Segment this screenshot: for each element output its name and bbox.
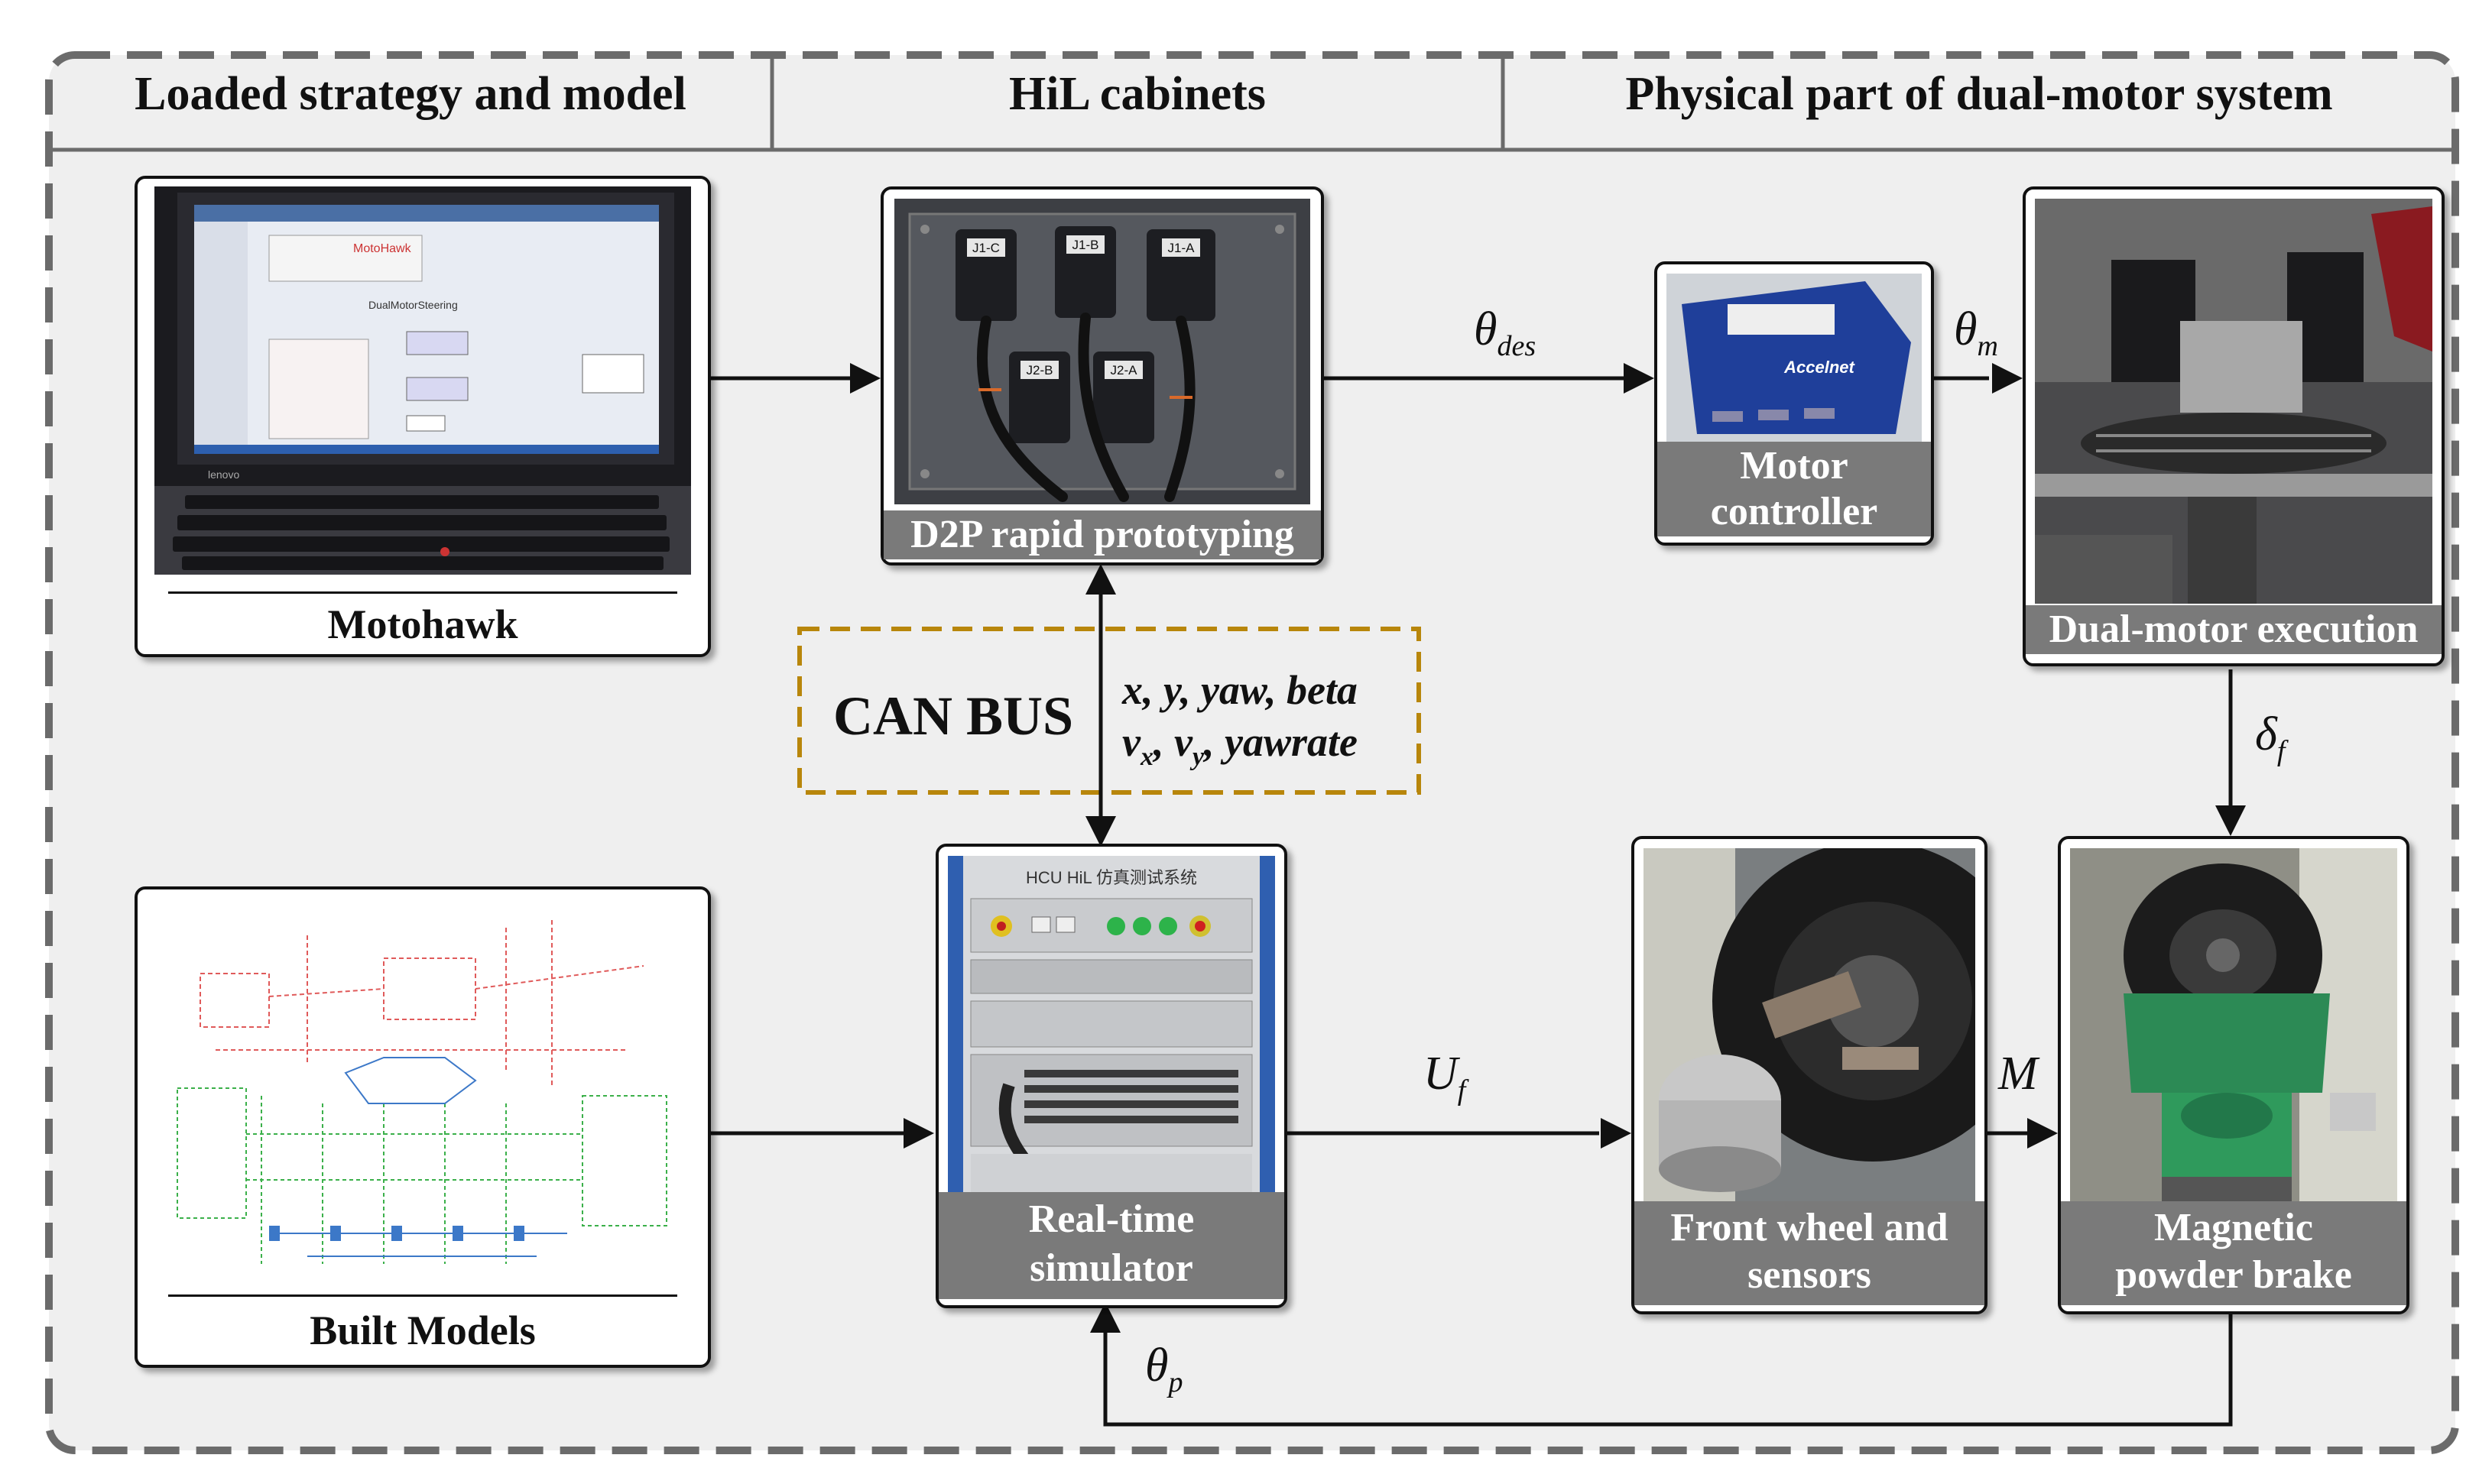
header-hil-cabinets: HiL cabinets <box>1009 68 1266 120</box>
laptop-photo: MotoHawk DualMotorSteering lenovo <box>154 186 691 575</box>
signal-delta-f-main: δ <box>2255 708 2277 760</box>
signal-u-f-sub: f <box>1457 1074 1466 1107</box>
arrowhead-motor-controller <box>1624 363 1654 394</box>
motor-controller-block: Accelnet Motor controller <box>1654 261 1934 546</box>
brake-line1: Magnetic <box>2154 1206 2313 1249</box>
can-signal-vx-v: v <box>1122 719 1141 765</box>
can-signals-line2: vx, vy, yawrate <box>1122 718 1358 772</box>
signal-theta-p: θp <box>1145 1339 1183 1399</box>
signal-theta-m: θm <box>1954 303 1998 363</box>
arrowhead-brake-left <box>2027 1118 2058 1149</box>
arrowhead-brake-top <box>2215 805 2246 836</box>
arrowhead-simulator <box>904 1118 934 1149</box>
motohawk-label: Motohawk <box>327 601 518 647</box>
can-signal-tail: , yawrate <box>1204 719 1358 765</box>
arrowhead-d2p <box>850 363 881 394</box>
brake-photo <box>2070 848 2397 1201</box>
can-bus-box <box>797 627 1421 795</box>
signal-m: M <box>1998 1048 2038 1100</box>
can-signal-vy-sub: y <box>1192 742 1205 771</box>
arrowhead-front-wheel <box>1601 1118 1631 1149</box>
accelnet-label: Accelnet <box>1783 358 1855 377</box>
arrowhead-can-up <box>1085 564 1116 595</box>
realtime-caption-line1: Real-time <box>1028 1197 1195 1241</box>
motor-controller-photo: Accelnet <box>1666 274 1922 442</box>
d2p-photo: J1-C J1-B J1-A J2-B J2-A <box>894 199 1310 504</box>
dual-motor-block: Dual-motor execution <box>2023 186 2445 666</box>
built-models-rule <box>168 1294 677 1297</box>
signal-delta-f: δf <box>2255 708 2285 768</box>
front-wheel-block: Front wheel and sensors <box>1631 836 1987 1314</box>
built-models-block: Built Models <box>135 886 711 1368</box>
realtime-simulator-block: HCU HiL 仿真测试系统 Real-time <box>936 844 1287 1308</box>
signal-theta-des-sub: des <box>1497 330 1536 362</box>
realtime-caption-line2: simulator <box>1030 1246 1193 1290</box>
connector-j2b: J2-B <box>1027 363 1053 377</box>
connector-j1a: J1-A <box>1168 241 1196 255</box>
signal-u-f-main: U <box>1423 1048 1458 1100</box>
dual-motor-photo <box>2035 199 2432 604</box>
arrowhead-dual-motor <box>1992 363 2023 394</box>
can-signals-line1: x, y, yaw, beta <box>1122 667 1358 713</box>
front-wheel-caption: Front wheel and sensors <box>1634 1201 1984 1305</box>
d2p-block: J1-C J1-B J1-A J2-B J2-A D2P rapid proto… <box>881 186 1324 565</box>
feedback-theta-p-line <box>1103 1313 2233 1427</box>
hil-cabinet-photo: HCU HiL 仿真测试系统 <box>948 856 1275 1192</box>
signal-theta-des: θdes <box>1474 303 1536 363</box>
connector-j1b: J1-B <box>1072 238 1099 252</box>
connector-j2a: J2-A <box>1111 363 1138 377</box>
model-diagram-image <box>154 905 691 1287</box>
signal-delta-f-sub: f <box>2276 735 2286 767</box>
connectors <box>711 376 2233 1427</box>
arrowhead-can-down <box>1085 816 1116 847</box>
laptop-screen-title: DualMotorSteering <box>368 299 458 311</box>
signal-u-f: Uf <box>1423 1047 1465 1107</box>
signal-theta-p-main: θ <box>1145 1340 1169 1392</box>
cabinet-title: HCU HiL 仿真测试系统 <box>1026 868 1197 887</box>
header-loaded-strategy: Loaded strategy and model <box>135 68 686 120</box>
signal-theta-des-main: θ <box>1474 303 1497 355</box>
brake-caption: Magnetic powder brake <box>2061 1201 2406 1305</box>
header-physical-part: Physical part of dual-motor system <box>1625 68 2333 120</box>
can-signal-vx-sub: x <box>1140 742 1154 771</box>
laptop-screen-logo: MotoHawk <box>353 242 412 255</box>
built-models-label: Built Models <box>310 1307 536 1353</box>
motohawk-block: MotoHawk DualMotorSteering lenovo Motoha… <box>135 176 711 657</box>
dual-motor-caption: Dual-motor execution <box>2026 605 2442 654</box>
front-wheel-line1: Front wheel and <box>1670 1206 1948 1249</box>
can-bus-label: CAN BUS <box>833 685 1074 747</box>
can-signal-vy-v: v <box>1173 719 1192 765</box>
signal-theta-m-sub: m <box>1977 330 1998 362</box>
front-wheel-photo <box>1643 848 1975 1201</box>
arrowheads <box>850 363 2246 1333</box>
signal-theta-m-main: θ <box>1954 303 1978 355</box>
motor-controller-line2: controller <box>1710 490 1878 533</box>
arrowhead-feedback <box>1090 1302 1121 1333</box>
d2p-caption: D2P rapid prototyping <box>884 510 1321 559</box>
motor-controller-caption: Motor controller <box>1657 442 1931 536</box>
laptop-brand: lenovo <box>208 468 239 481</box>
signal-theta-p-sub: p <box>1168 1366 1183 1398</box>
motor-controller-line1: Motor <box>1740 444 1848 488</box>
brake-block: Magnetic powder brake <box>2058 836 2409 1314</box>
brake-line2: powder brake <box>2115 1253 2352 1297</box>
connector-j1c: J1-C <box>972 241 1000 255</box>
realtime-caption: Real-time simulator <box>939 1192 1284 1299</box>
can-signal-sep: , <box>1153 719 1174 765</box>
front-wheel-line2: sensors <box>1747 1253 1871 1297</box>
motohawk-rule <box>168 591 677 594</box>
